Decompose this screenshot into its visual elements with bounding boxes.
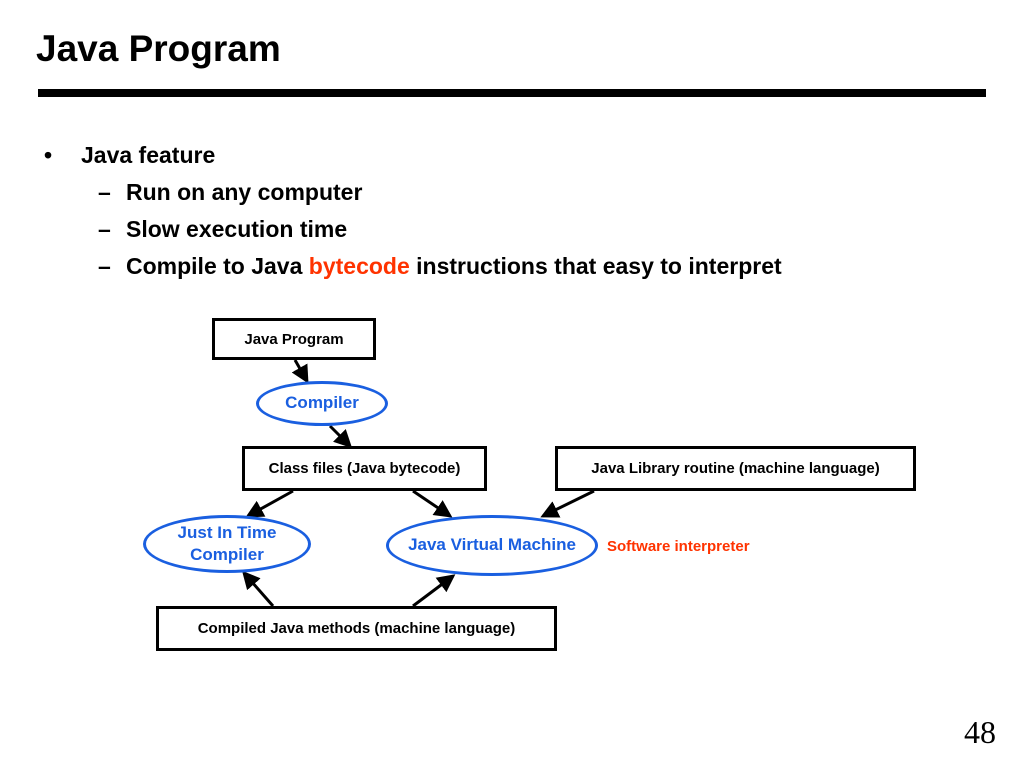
subbullet-text: Slow execution time xyxy=(126,216,348,242)
bullet-java-feature: • Java feature xyxy=(44,142,215,169)
dash-icon: – xyxy=(98,253,111,279)
subbullet-text-pre: Compile to Java xyxy=(126,253,309,279)
software-interpreter-label: Software interpreter xyxy=(607,538,750,555)
dash-icon: – xyxy=(98,179,111,205)
java-program-box: Java Program xyxy=(212,318,376,360)
dash-icon: – xyxy=(98,216,111,242)
class-files-box: Class files (Java bytecode) xyxy=(242,446,487,491)
arrow-compiler-to-classfiles xyxy=(328,424,353,449)
compiled-methods-box: Compiled Java methods (machine language) xyxy=(156,606,557,651)
arrow-compiled-to-jvm xyxy=(412,574,456,608)
arrow-program-to-compiler xyxy=(291,359,309,384)
java-library-box: Java Library routine (machine language) xyxy=(555,446,916,491)
jit-line2: Compiler xyxy=(190,545,264,564)
arrow-compiled-to-jit xyxy=(242,570,275,607)
page-number: 48 xyxy=(964,714,996,750)
compiler-oval: Compiler xyxy=(256,381,388,426)
bullet-icon: • xyxy=(44,142,53,168)
jit-line1: Just In Time xyxy=(177,522,277,542)
bullet-text: Java feature xyxy=(81,142,216,168)
subbullet-slow-execution: –Slow execution time xyxy=(98,216,347,243)
arrow-classfiles-to-jit xyxy=(245,489,294,518)
arrow-classfiles-to-jvm xyxy=(412,489,453,518)
subbullet-text: Run on any computer xyxy=(126,179,363,205)
arrow-library-to-jvm xyxy=(540,489,595,518)
jvm-oval: Java Virtual Machine xyxy=(386,515,598,576)
subbullet-text-post: instructions that easy to interpret xyxy=(409,253,782,279)
subbullet-run-any-computer: –Run on any computer xyxy=(98,179,362,206)
jit-compiler-oval: Just In Time Compiler xyxy=(143,515,311,573)
bytecode-highlight: bytecode xyxy=(308,253,410,279)
subbullet-compile-bytecode: –Compile to Java bytecode instructions t… xyxy=(98,253,782,280)
slide-title: Java Program xyxy=(36,28,281,69)
title-divider xyxy=(38,89,986,97)
